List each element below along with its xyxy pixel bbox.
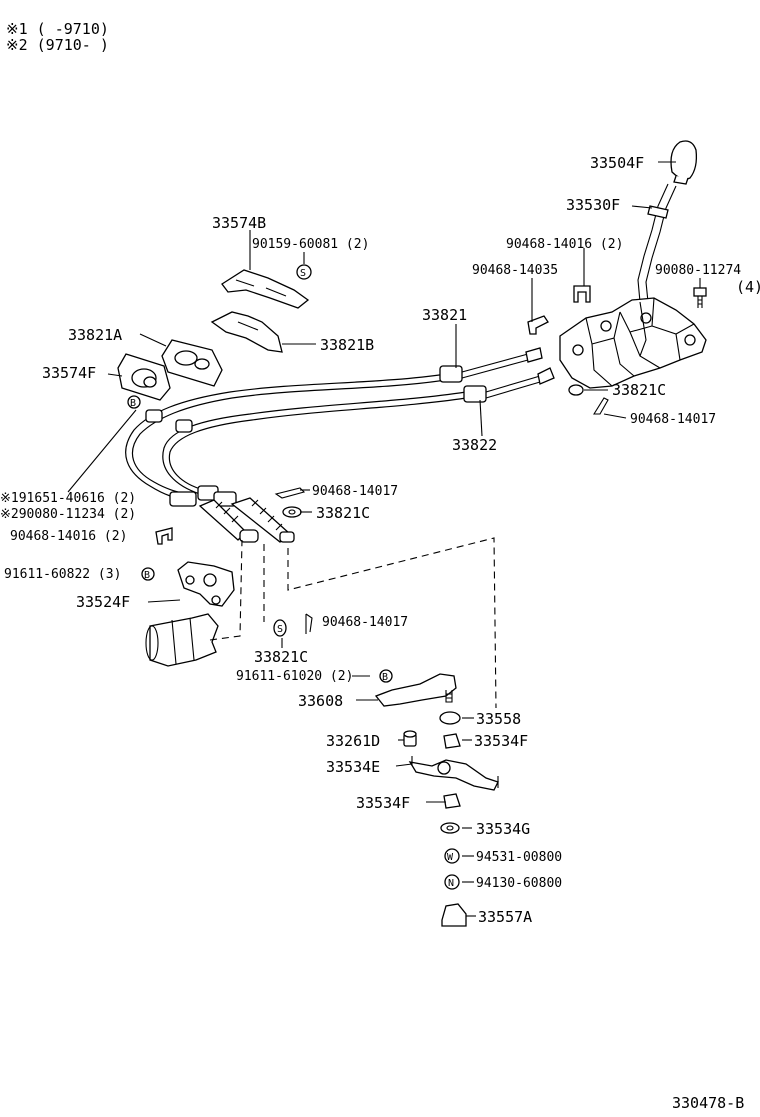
label-33821B: 33821B [320,336,374,354]
nut-94130: N [444,874,460,890]
label-33534F-bot: 33534F [356,794,410,812]
label-33821C-right: 33821C [612,381,666,399]
label-33574F: 33574F [42,364,96,382]
bracket-33524F [177,561,235,607]
bushing-33261D [403,730,417,747]
lever-33608 [374,673,457,707]
transmission-housing [145,613,219,667]
shift-lever-rod [637,183,677,303]
label-33524F: 33524F [76,593,130,611]
label-33504F: 33504F [590,154,644,172]
shift-knob [670,140,698,185]
washer-33534G [440,822,460,834]
label-90080-11234: ※290080-11234 (2) [0,507,136,522]
svg-text:B: B [130,398,136,409]
label-90468-14016-left: 90468-14016 (2) [10,529,127,544]
clip-90468-14017-right [593,397,609,415]
clip-90468-14017-low [305,613,313,634]
label-90468-14017-mid: 90468-14017 [312,484,398,499]
n-symbol-icon: N [448,878,454,889]
label-33574B: 33574B [212,214,266,232]
clip-90468-14035 [527,315,549,335]
w-symbol-icon: W [447,852,454,863]
lever-33534E [408,756,499,791]
label-33608: 33608 [298,692,343,710]
label-33821C-low: 33821C [254,648,308,666]
clip-90468-14016-top [573,285,591,303]
label-33558: 33558 [476,710,521,728]
label-94130-60800: 94130-60800 [476,876,562,891]
cable-left-ends [145,409,295,543]
dashed-guide-right [287,537,497,709]
shift-lever-housing [559,297,707,389]
label-90468-14035: 90468-14035 [472,263,558,278]
label-33534G: 33534G [476,820,530,838]
label-33557A: 33557A [478,908,532,926]
dashed-guide-left [209,539,243,641]
label-94531-00800: 94531-00800 [476,850,562,865]
label-33821: 33821 [422,306,467,324]
bushing-33534F-bot [443,793,461,809]
label-90159-60081: 90159-60081 (2) [252,237,369,252]
bracket-33574B [221,269,310,309]
note-2: ※2 (9710- ) [6,36,109,54]
bushing-33558 [439,711,461,725]
label-33821A: 33821A [68,326,122,344]
b-symbol-low: B [379,669,393,683]
label-33822: 33822 [452,436,497,454]
label-90468-14016-top: 90468-14016 (2) [506,237,623,252]
bracket-33821B [210,311,283,353]
svg-text:B: B [144,570,150,581]
label-33534F-top: 33534F [474,732,528,750]
clip-90468-14017-mid [274,487,306,499]
washer-33821C-mid [282,506,302,518]
s-symbol-icon-2: S [277,624,283,635]
label-33821C-mid: 33821C [316,504,370,522]
label-33534E: 33534E [326,758,380,776]
note-1: ※1 ( -9710) [6,20,109,38]
label-91651-40616: ※191651-40616 (2) [0,491,136,506]
grommet-33574F [117,353,171,401]
plate-33821A [161,339,223,387]
clip-90468-14016-left [155,527,173,545]
label-33261D: 33261D [326,732,380,750]
screw-90159: S [296,264,312,280]
b-symbol-mid: B [141,567,155,581]
bushing-33821C-right [568,384,584,396]
label-33530F: 33530F [566,196,620,214]
washer-33821C-low: S [273,619,287,637]
b-symbol-upper: B [127,395,141,409]
label-qty-4: (4) [736,278,760,296]
label-91611-60822: 91611-60822 (3) [4,567,121,582]
svg-text:B: B [382,672,388,683]
bolt-90080-11274 [693,287,707,308]
label-90080-11274: 90080-11274 [655,263,741,278]
label-90468-14017-low: 90468-14017 [322,615,408,630]
diagram-code: 330478-B [672,1094,744,1112]
leader-lines [67,161,701,917]
bushing-33534F-top [443,733,461,749]
label-91611-61020: 91611-61020 (2) [236,669,353,684]
washer-94531: W [444,848,460,864]
cap-33557A [441,903,467,927]
label-90468-14017-right: 90468-14017 [630,412,716,427]
s-symbol-icon: S [300,268,306,279]
